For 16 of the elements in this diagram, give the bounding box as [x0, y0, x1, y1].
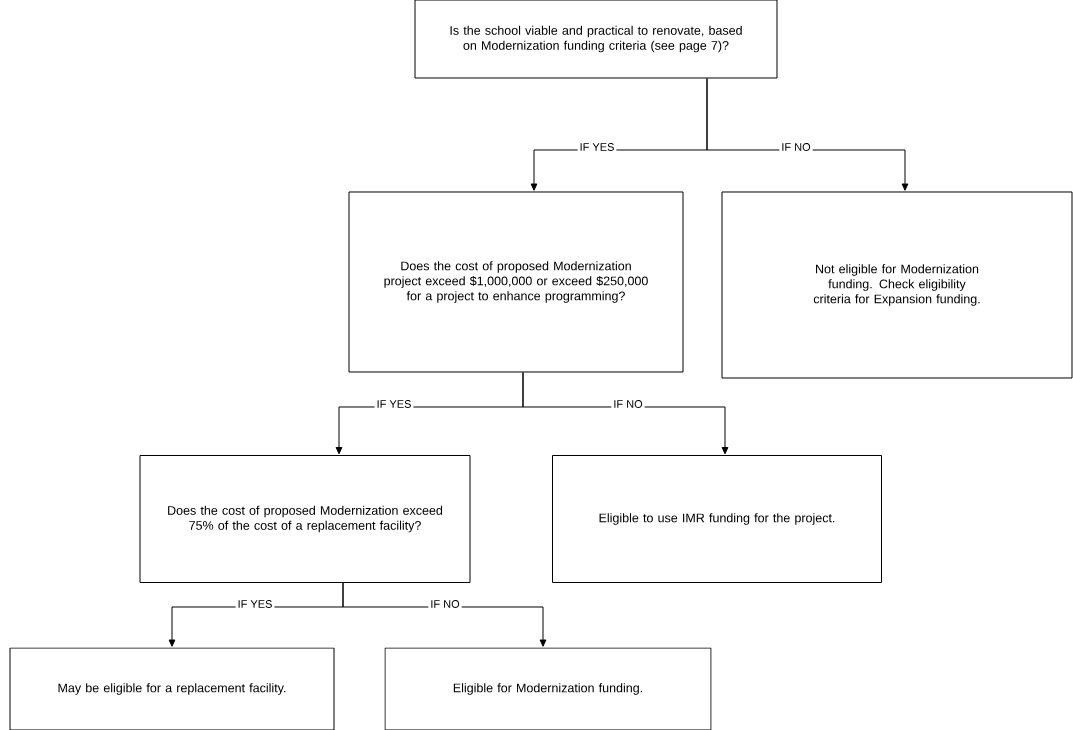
edge-label: IF NO — [428, 598, 462, 610]
edge-label: IF NO — [779, 141, 813, 153]
arrow — [342, 582, 547, 647]
arrow — [706, 78, 909, 191]
process-box: Eligible to use IMR funding for the project. — [552, 455, 882, 583]
edge-label: IF NO — [611, 398, 645, 410]
edge-label: IF YES — [235, 598, 275, 610]
process-box: Does the cost of proposed Modernization project exceed $1,000,000 or exceed $250,000 for a project to enhance programming? — [348, 191, 684, 373]
edge-label: IF YES — [374, 398, 414, 410]
process-box: Not eligible for Modernization funding. Check eligibility criteria for Expansion funding. — [721, 191, 1073, 379]
arrow — [522, 372, 729, 455]
process-box: May be eligible for a replacement facility. — [9, 647, 335, 730]
process-box: Does the cost of proposed Modernization exceed 75% of the cost of a replacement facility? — [139, 455, 471, 583]
process-box: Eligible for Modernization funding. — [384, 647, 712, 730]
edge-label: IF YES — [577, 141, 617, 153]
process-box: Is the school viable and practical to renovate, based on Modernization funding criteria (see page 7)? — [414, 0, 778, 79]
